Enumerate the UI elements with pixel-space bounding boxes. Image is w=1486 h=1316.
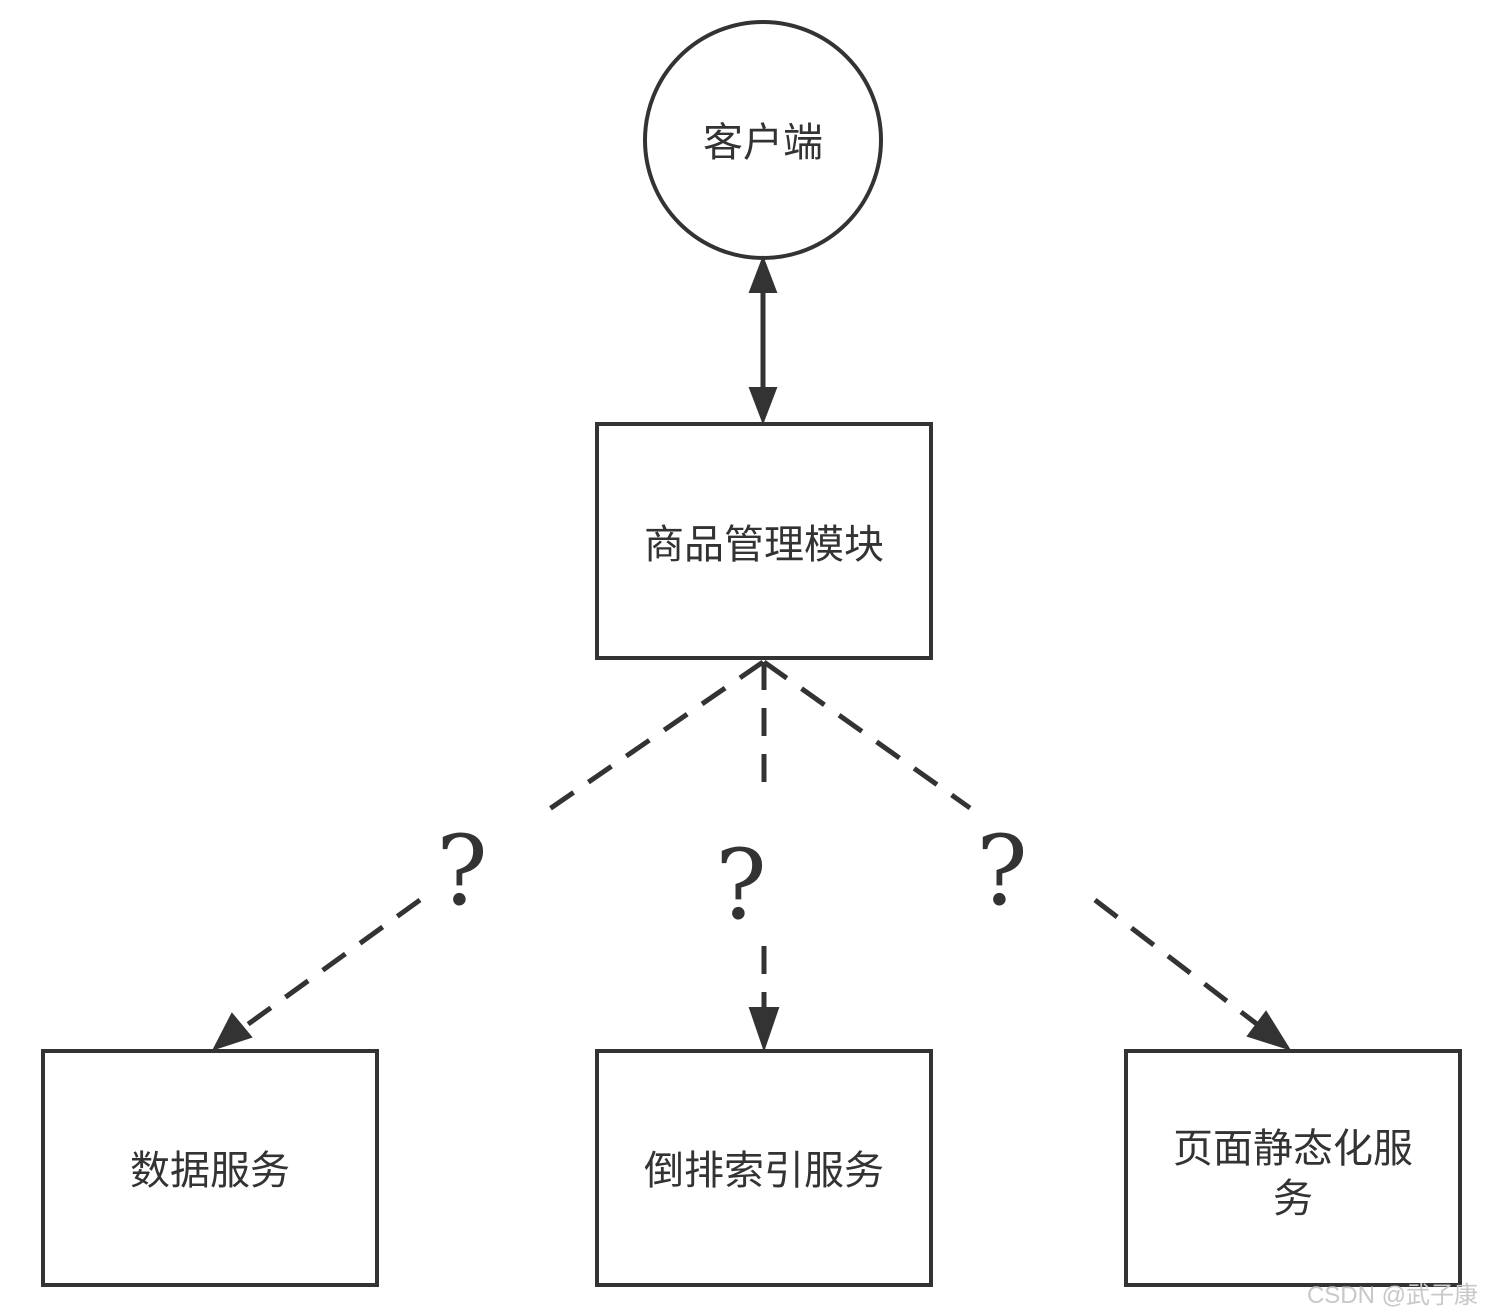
data-service-label: 数据服务 <box>130 1148 290 1194</box>
module-static-edge: ? <box>762 659 1292 1051</box>
product-module-label: 商品管理模块 <box>644 522 884 568</box>
client-module-edge <box>748 255 778 425</box>
question-mark-left: ? <box>436 815 487 927</box>
arrowhead-data <box>212 1012 253 1051</box>
index-service-node: 倒排索引服务 <box>595 1049 933 1287</box>
client-node: 客户端 <box>643 20 883 260</box>
module-data-edge: ? <box>212 659 765 1051</box>
client-label: 客户端 <box>703 120 823 166</box>
static-service-label-line1: 页面静态化服 <box>1173 1126 1413 1172</box>
module-index-edge: ? <box>715 662 780 1053</box>
question-mark-right: ? <box>976 815 1027 927</box>
arrowhead-static <box>1246 1010 1292 1051</box>
product-module-node: 商品管理模块 <box>595 422 933 660</box>
data-service-node: 数据服务 <box>41 1049 379 1287</box>
arrowhead-up <box>748 255 778 293</box>
index-service-label: 倒排索引服务 <box>644 1148 884 1194</box>
watermark: CSDN @武子康 <box>1306 1282 1478 1309</box>
arrowhead-index <box>748 1007 780 1053</box>
static-service-label-line2: 务 <box>1273 1176 1313 1222</box>
static-service-node: 页面静态化服 务 <box>1124 1049 1462 1287</box>
arrowhead-down <box>748 387 778 425</box>
question-mark-middle: ? <box>715 829 766 941</box>
